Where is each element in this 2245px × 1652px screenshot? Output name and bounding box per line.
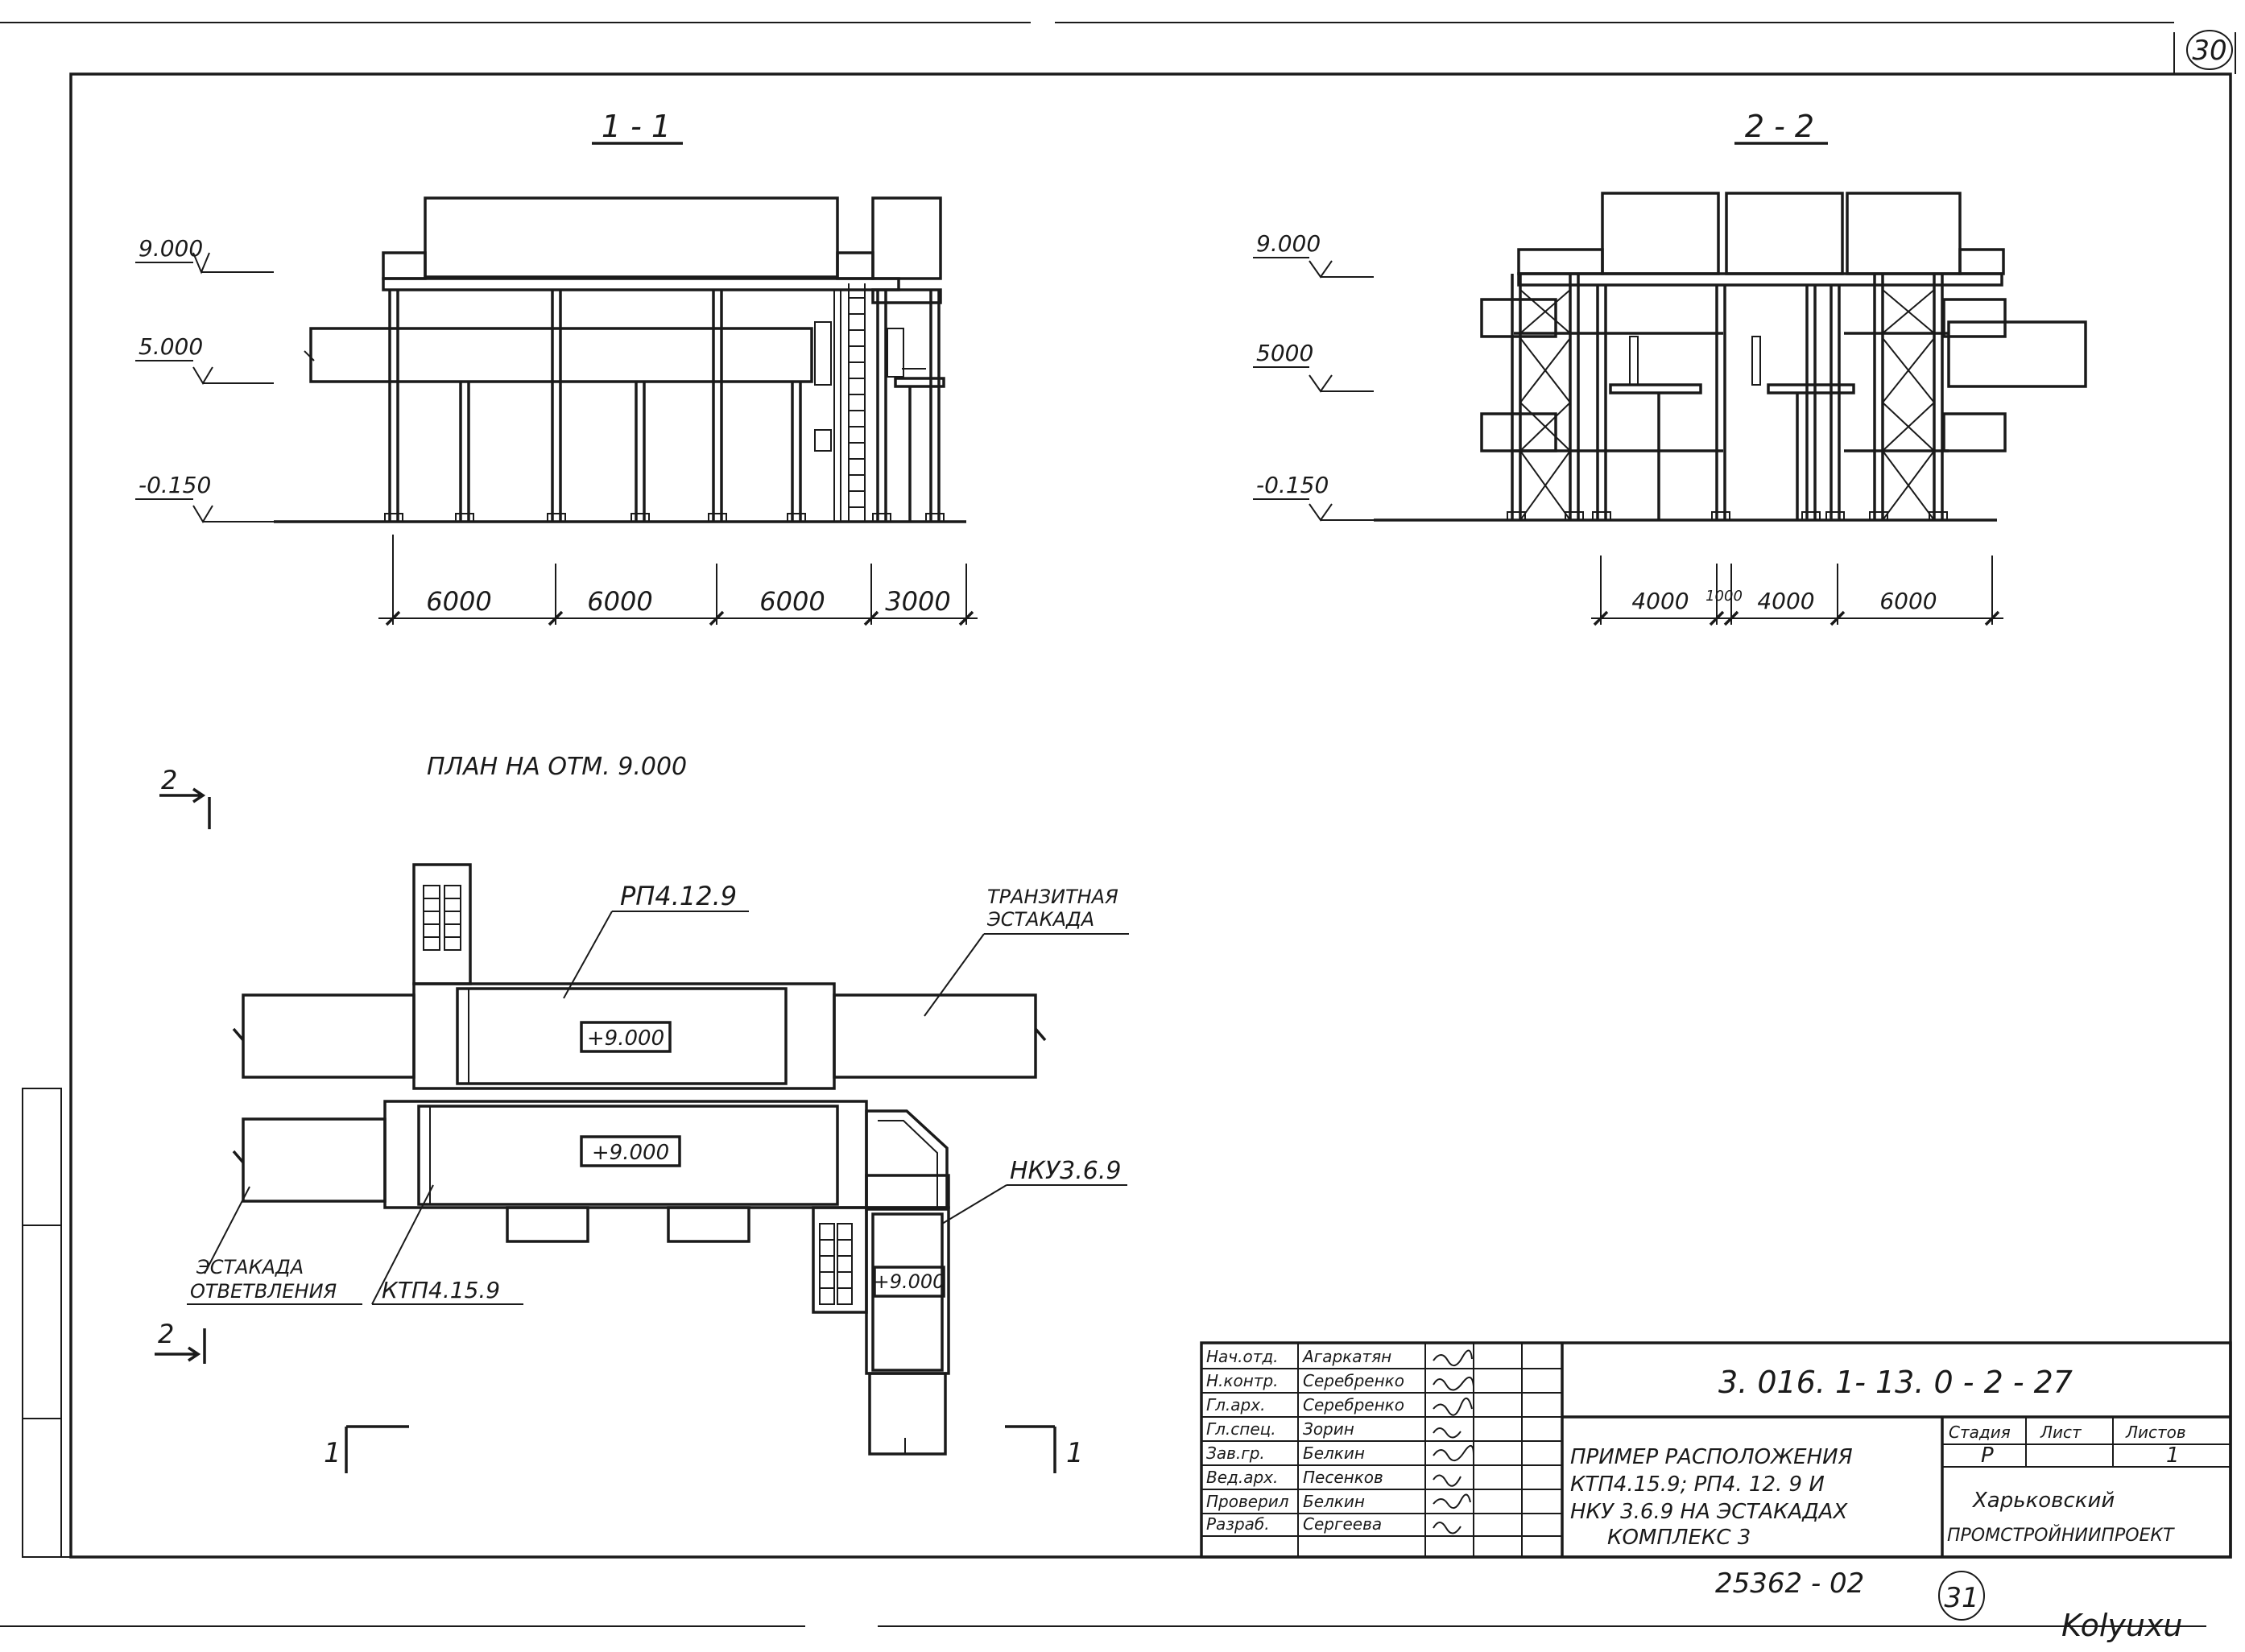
svg-text:ПРИМЕР РАСПОЛОЖЕНИЯ: ПРИМЕР РАСПОЛОЖЕНИЯ <box>1570 1445 1853 1469</box>
svg-text:НКУ 3.6.9 НА ЭСТАКАДАХ: НКУ 3.6.9 НА ЭСТАКАДАХ <box>1570 1500 1848 1524</box>
section-2-2-title: 2 - 2 <box>1745 109 1814 144</box>
dimension-label: 4000 <box>1631 588 1689 614</box>
svg-text:Песенков: Песенков <box>1303 1468 1383 1487</box>
level-tag-rp: +9.000 <box>587 1026 664 1051</box>
label-branch-2: ОТВЕТВЛЕНИЯ <box>190 1280 337 1303</box>
label-ktp: КТП4.15.9 <box>382 1277 500 1303</box>
elevation-label: 9.000 <box>139 235 203 262</box>
svg-text:Серебренко: Серебренко <box>1303 1395 1404 1415</box>
label-rp: РП4.12.9 <box>620 881 737 911</box>
sheet-header: Лист <box>2040 1423 2082 1442</box>
level-tag-ktp: +9.000 <box>592 1141 669 1165</box>
signature: Kolyuxu <box>2061 1608 2183 1643</box>
svg-text:Разраб.: Разраб. <box>1206 1514 1270 1534</box>
section-1-1: 1 - 1 9.000 5.000 -0.150 <box>135 109 978 626</box>
elevation-marks-2-2: 9.000 5000 -0.150 <box>1253 230 1374 522</box>
plan-view: ПЛАН НА ОТМ. 9.000 2 2 1 1 <box>155 753 1129 1473</box>
dimension-label: 3000 <box>885 586 950 617</box>
dimension-label: 6000 <box>759 586 825 617</box>
svg-text:1: 1 <box>1066 1437 1084 1469</box>
dimension-label: 6000 <box>1879 588 1937 614</box>
dimension-line-1-1: 6000 6000 6000 3000 <box>378 535 978 626</box>
svg-text:КТП4.15.9; РП4. 12. 9 И: КТП4.15.9; РП4. 12. 9 И <box>1570 1472 1825 1497</box>
dimension-line-2-2: 4000 1000 4000 6000 <box>1591 555 2003 626</box>
svg-text:1: 1 <box>324 1437 341 1469</box>
svg-text:30: 30 <box>2192 35 2226 67</box>
svg-text:Гл.спец.: Гл.спец. <box>1206 1419 1276 1439</box>
svg-text:Н.контр.: Н.контр. <box>1206 1371 1279 1390</box>
org-name-1: Харьковский <box>1971 1489 2115 1513</box>
elevation-label: -0.150 <box>139 472 211 498</box>
sheet-number-top: 30 <box>2186 30 2233 70</box>
dimension-label: 6000 <box>587 586 652 617</box>
stage-value: Р <box>1981 1443 1994 1468</box>
svg-text:Нач.отд.: Нач.отд. <box>1206 1347 1279 1366</box>
svg-text:Белкин: Белкин <box>1303 1492 1365 1511</box>
cut-mark-2-bottom: 2 <box>155 1319 206 1364</box>
level-tag-nku: +9.000 <box>874 1270 945 1293</box>
description-block: ПРИМЕР РАСПОЛОЖЕНИЯ КТП4.15.9; РП4. 12. … <box>1570 1445 1853 1550</box>
svg-text:Зорин: Зорин <box>1303 1419 1354 1439</box>
svg-text:Вед.арх.: Вед.арх. <box>1206 1468 1278 1487</box>
svg-text:Сергеева: Сергеева <box>1303 1514 1382 1534</box>
org-name-2: ПРОМСТРОЙНИИПРОЕКТ <box>1947 1525 2175 1546</box>
section-1-1-title: 1 - 1 <box>602 109 671 144</box>
svg-text:КОМПЛЕКС 3: КОМПЛЕКС 3 <box>1607 1526 1751 1550</box>
dimension-label: 4000 <box>1757 588 1814 614</box>
dimension-label: 1000 <box>1705 588 1743 605</box>
elevation-label: 9.000 <box>1256 230 1321 257</box>
elevation-label: 5.000 <box>139 333 203 360</box>
document-code: 3. 016. 1- 13. 0 - 2 - 27 <box>1718 1365 2073 1400</box>
label-transit-2: ЭСТАКАДА <box>986 908 1094 931</box>
sheets-value: 1 <box>2166 1443 2180 1468</box>
archive-number: 25362 - 02 <box>1715 1567 1864 1600</box>
plan-title: ПЛАН НА ОТМ. 9.000 <box>427 753 687 781</box>
cut-mark-2-top: 2 <box>159 765 211 829</box>
label-nku: НКУ3.6.9 <box>1010 1157 1121 1185</box>
cut-mark-1-left: 1 <box>324 1425 409 1473</box>
cut-mark-1-right: 1 <box>1005 1425 1084 1473</box>
svg-text:2: 2 <box>161 765 177 795</box>
svg-text:2: 2 <box>158 1319 174 1349</box>
svg-text:Гл.арх.: Гл.арх. <box>1206 1395 1265 1415</box>
elevation-label: 5000 <box>1256 340 1313 366</box>
dimension-label: 6000 <box>426 586 491 617</box>
elevation-marks-1-1: 9.000 5.000 -0.150 <box>135 235 274 523</box>
svg-text:31: 31 <box>1944 1582 1978 1614</box>
sheets-header: Листов <box>2125 1423 2186 1442</box>
signature-scribbles <box>1433 1349 1474 1534</box>
svg-text:Зав.гр.: Зав.гр. <box>1206 1443 1265 1463</box>
svg-text:Агаркатян: Агаркатян <box>1301 1347 1391 1366</box>
svg-text:Белкин: Белкин <box>1303 1443 1365 1463</box>
svg-text:Проверил: Проверил <box>1206 1492 1289 1511</box>
svg-text:Серебренко: Серебренко <box>1303 1371 1404 1390</box>
sheet-number-bottom: 31 <box>1938 1571 1985 1621</box>
title-block: Нач.отд. Агаркатян Н.контр. Серебренко Г… <box>1200 1341 2232 1559</box>
label-branch-1: ЭСТАКАДА <box>196 1256 304 1278</box>
section-2-2: 2 - 2 9.000 5000 -0.150 <box>1253 109 2087 626</box>
roles-table: Нач.отд. Агаркатян Н.контр. Серебренко Г… <box>1206 1347 1404 1534</box>
elevation-label: -0.150 <box>1256 472 1329 498</box>
stage-header: Стадия <box>1949 1423 2011 1442</box>
label-transit-1: ТРАНЗИТНАЯ <box>987 886 1118 908</box>
